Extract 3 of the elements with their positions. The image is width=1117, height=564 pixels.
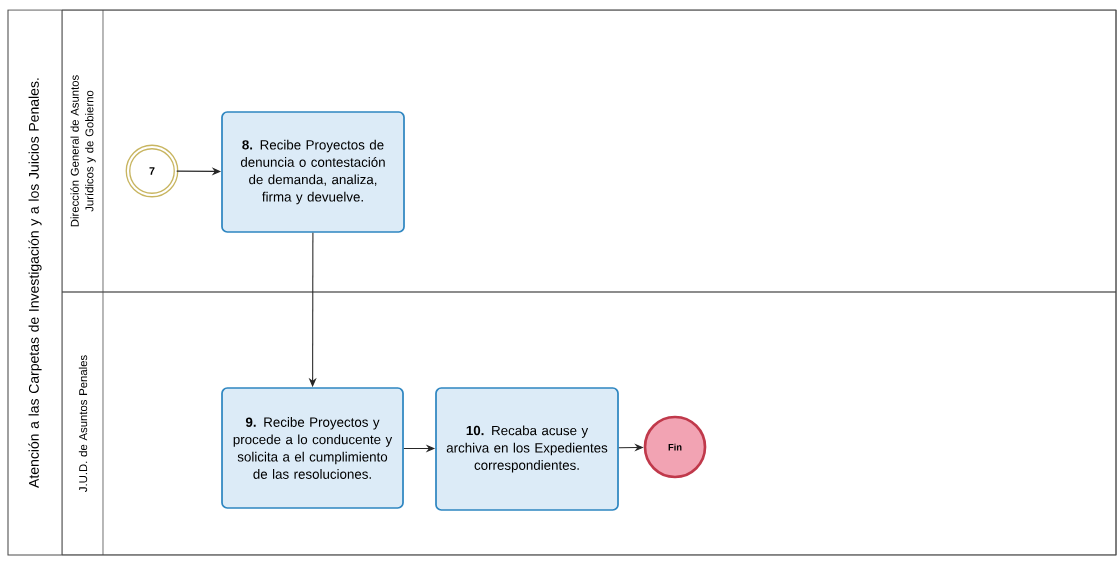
task-box: 10. Recaba acuse y archiva en los Expedientes correspondientes. [435, 387, 619, 511]
task-box: 8. Recibe Proyectos de denuncia o contestación de demanda, analiza, firma y devuelve. [221, 111, 405, 233]
task-box: 9. Recibe Proyectos y procede a lo conducente y solicita a el cumplimiento de las resoluciones. [221, 387, 404, 509]
